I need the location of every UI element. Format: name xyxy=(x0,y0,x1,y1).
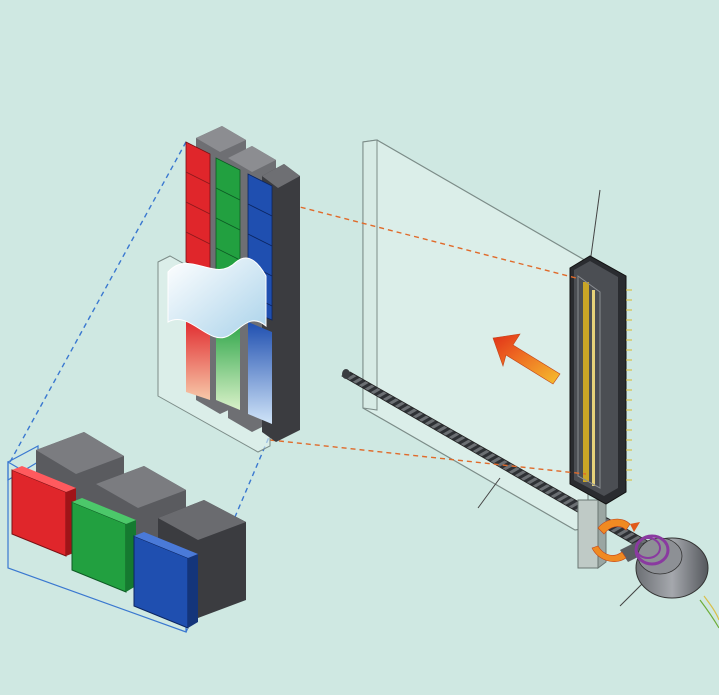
pixel-stack xyxy=(157,126,300,453)
leader-line-rod xyxy=(477,477,501,509)
light-wave xyxy=(167,257,267,339)
leader-line-motor xyxy=(619,583,643,607)
linear-sensor xyxy=(569,255,632,505)
stepper-motor xyxy=(620,534,719,629)
rotation-arrow-icon xyxy=(591,518,640,562)
sensor-pins xyxy=(626,289,632,481)
arrow-icon xyxy=(492,333,561,385)
rgb-pixel-blocks xyxy=(7,432,246,633)
scan-plate xyxy=(362,139,589,531)
zoom-lines-orange xyxy=(269,204,587,475)
